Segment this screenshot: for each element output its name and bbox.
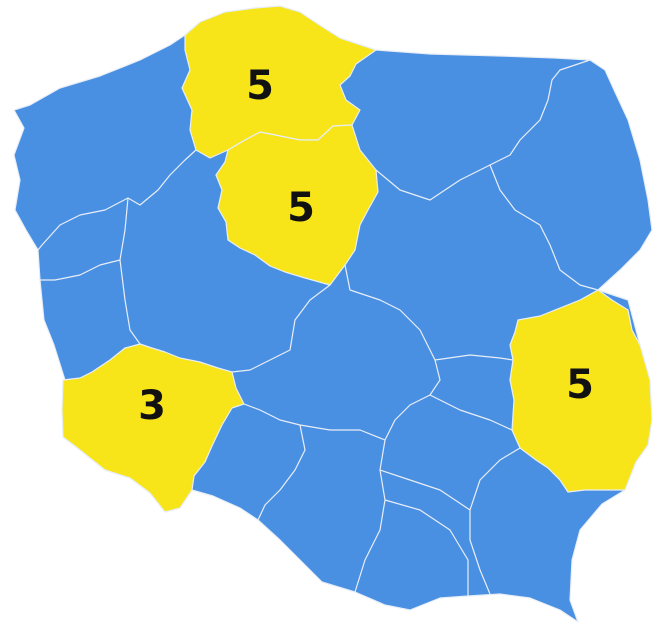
- region-dolnoslaskie: [61, 343, 245, 513]
- value-label-dolnoslaskie: 3: [138, 383, 166, 429]
- region-border-lines: [37, 59, 599, 596]
- region-kujawsko-pomorskie: [215, 124, 379, 286]
- region-lubelskie: [509, 289, 653, 493]
- value-label-pomorskie: 5: [246, 63, 274, 109]
- value-label-kujawsko-pomorskie: 5: [287, 185, 315, 231]
- value-label-lubelskie: 5: [566, 362, 594, 408]
